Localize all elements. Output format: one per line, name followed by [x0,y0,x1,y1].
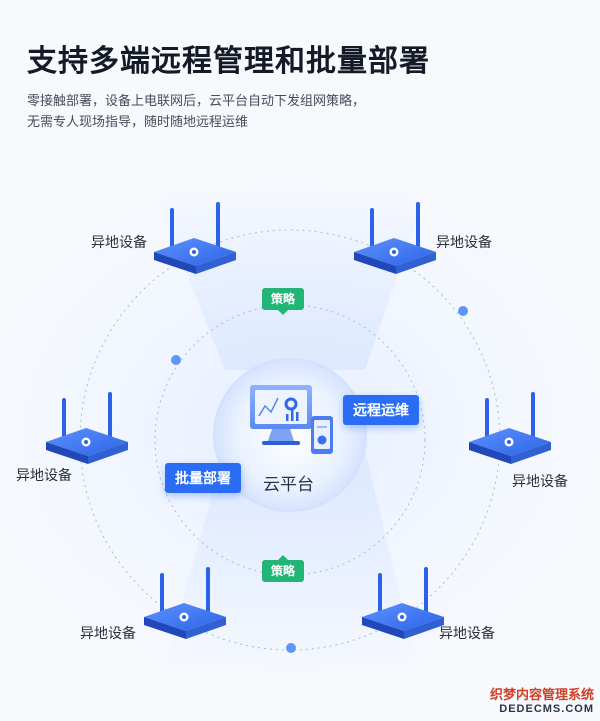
device-label: 异地设备 [16,467,72,483]
remote-ops-tag: 远程运维 [343,395,419,425]
policy-tag-bottom: 策略 [262,555,305,582]
orbit-dot [286,643,296,653]
device-label: 异地设备 [512,473,568,489]
monitor-icon [250,385,312,445]
cloud-platform-label: 云平台 [263,475,314,494]
device-label: 异地设备 [80,625,136,641]
description-line-2: 无需专人现场指导，随时随地远程运维 [27,114,249,129]
router-icon [350,200,440,290]
page-description: 零接触部署，设备上电联网后，云平台自动下发组网策略， 无需专人现场指导，随时随地… [27,90,487,132]
watermark: 织梦内容管理系统 DEDECMS.COM [490,684,594,715]
router-icon [140,565,230,655]
policy-tag-top: 策略 [262,288,305,315]
orbit-dot [458,306,468,316]
page-title: 支持多端远程管理和批量部署 [27,45,430,78]
device-label: 异地设备 [439,625,495,641]
device-label: 异地设备 [436,234,492,250]
watermark-line-2: DEDECMS.COM [499,703,594,715]
router-icon [150,200,240,290]
phone-icon [311,416,333,454]
orbit-dot [171,355,181,365]
watermark-line-1: 织梦内容管理系统 [489,687,594,702]
description-line-1: 零接触部署，设备上电联网后，云平台自动下发组网策略， [27,93,366,108]
router-icon [465,390,555,480]
batch-deploy-tag: 批量部署 [165,463,241,493]
router-icon [358,565,448,655]
device-label: 异地设备 [91,234,147,250]
